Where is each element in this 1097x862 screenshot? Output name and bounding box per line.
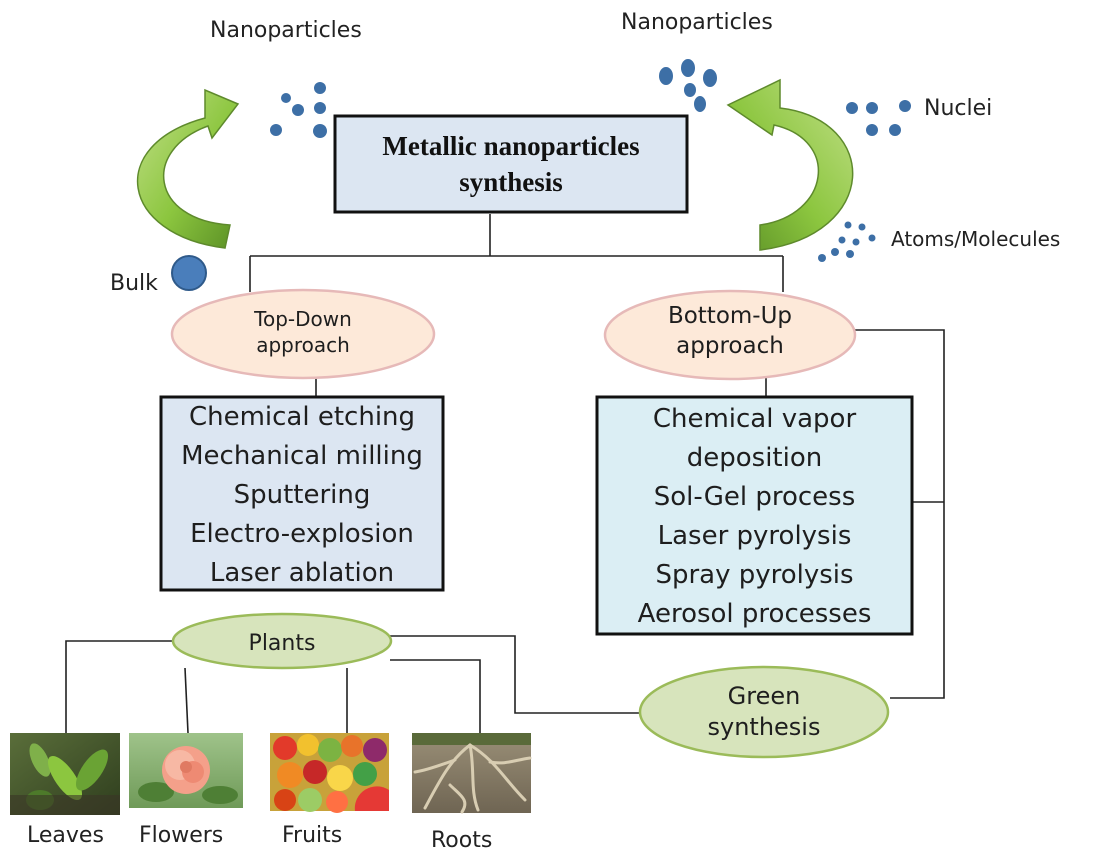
green-synthesis-label: Green synthesis xyxy=(660,681,868,743)
connector-lines xyxy=(65,214,945,734)
green-line-2: synthesis xyxy=(707,713,821,742)
bottom-up-method: Laser pyrolysis xyxy=(657,521,852,551)
bottom-up-curved-arrow xyxy=(726,78,854,251)
roots-label: Roots xyxy=(431,828,493,853)
top-down-curved-arrow xyxy=(136,88,240,249)
bottom-up-line-1: Bottom-Up xyxy=(667,303,793,329)
bottom-up-ellipse xyxy=(603,289,857,381)
flowers-image xyxy=(129,733,243,808)
nanoparticles-right-dots xyxy=(659,59,717,112)
fruits-image xyxy=(270,733,389,813)
bottom-up-methods-box xyxy=(595,395,914,636)
nanoparticles-right-label: Nanoparticles xyxy=(621,10,773,35)
top-down-line-1: Top-Down xyxy=(254,307,352,331)
top-down-line-2: approach xyxy=(256,333,350,357)
bulk-label: Bulk xyxy=(110,271,158,296)
roots-image xyxy=(412,733,532,814)
title-box xyxy=(333,114,689,214)
top-down-method: Sputtering xyxy=(233,480,371,510)
top-down-method: Electro-explosion xyxy=(190,519,414,549)
bottom-up-method: Spray pyrolysis xyxy=(655,560,854,590)
plants-label: Plants xyxy=(248,631,316,656)
top-down-method: Laser ablation xyxy=(209,558,395,588)
bottom-up-method: Aerosol processes xyxy=(637,599,872,629)
green-synthesis-ellipse xyxy=(638,665,890,759)
fruits-label: Fruits xyxy=(282,823,343,848)
nanoparticles-left-dots xyxy=(270,82,327,138)
nuclei-dots xyxy=(846,100,911,136)
bottom-up-method: Chemical vapor xyxy=(652,404,857,434)
nanoparticles-left-label: Nanoparticles xyxy=(210,18,362,43)
top-down-method: Chemical etching xyxy=(188,402,416,432)
top-down-method: Mechanical milling xyxy=(181,441,423,471)
title-text: Metallic nanoparticles synthesis xyxy=(335,116,687,212)
plants-ellipse xyxy=(171,612,393,670)
bottom-up-label: Bottom-Up approach xyxy=(625,302,835,362)
top-down-methods-box xyxy=(159,395,445,592)
nuclei-label: Nuclei xyxy=(924,96,993,121)
bottom-up-method: Sol-Gel process xyxy=(653,482,856,512)
bottom-up-line-2: approach xyxy=(676,332,784,359)
bottom-up-methods-list: Chemical vapor deposition Sol-Gel proces… xyxy=(597,400,912,634)
green-line-1: Green xyxy=(727,682,801,710)
title-line-2: synthesis xyxy=(459,167,563,197)
bottom-up-method: deposition xyxy=(686,443,823,473)
title-line-1: Metallic nanoparticles xyxy=(382,131,640,161)
bulk-sphere xyxy=(171,255,207,291)
flowers-label: Flowers xyxy=(139,823,224,848)
leaves-image xyxy=(10,733,120,815)
leaves-label: Leaves xyxy=(27,823,104,848)
top-down-label: Top-Down approach xyxy=(200,306,406,358)
top-down-methods-list: Chemical etching Mechanical milling Sput… xyxy=(161,398,443,593)
atoms-molecules-label: Atoms/Molecules xyxy=(891,227,1061,251)
atoms-dots xyxy=(818,221,876,262)
top-down-ellipse xyxy=(170,288,436,380)
